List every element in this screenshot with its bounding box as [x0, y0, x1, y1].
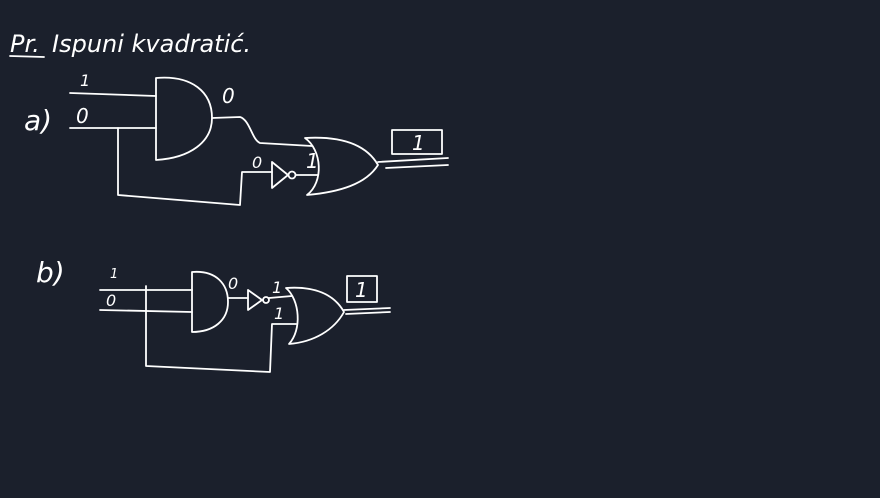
circuit-a-not-input-value: 0 [252, 153, 262, 172]
circuit-b-not-output-value: 1 [272, 278, 282, 297]
circuit-a-result-box [391, 129, 443, 155]
circuit-b: b) 1 0 0 1 1 1 [36, 256, 391, 373]
circuit-a-result-value: 1 [412, 131, 425, 155]
circuit-a-input-top-wire [69, 92, 157, 97]
circuit-a-and-output-value: 0 [222, 84, 235, 108]
circuit-b-input-bottom-value: 0 [106, 291, 116, 310]
circuit-b-not-bubble [262, 296, 270, 304]
circuit-a-label: a) [24, 104, 52, 137]
circuit-b-feedback-wire [145, 285, 297, 373]
circuit-a-input-bottom-value: 0 [76, 104, 89, 128]
circuit-a-feedback-wire [117, 127, 273, 206]
circuit-b-label: b) [36, 256, 65, 289]
circuit-a: a) 1 0 0 0 1 1 [24, 71, 449, 206]
circuit-b-result-value: 1 [355, 278, 368, 302]
circuit-a-output-wire [377, 157, 449, 169]
circuit-a-not-gate [271, 161, 289, 189]
circuit-a-or-gate [304, 136, 379, 196]
circuit-b-and-output-value: 0 [228, 274, 238, 293]
circuit-b-input-top-value: 1 [110, 267, 118, 282]
circuit-a-and-output-wire [211, 116, 313, 147]
circuit-b-not-gate [247, 289, 263, 311]
title-text: Ispuni kvadratić. [52, 30, 251, 58]
circuit-b-and-gate [191, 271, 229, 333]
circuit-b-or-gate [285, 286, 345, 345]
circuit-a-not-bubble [287, 170, 297, 180]
circuit-b-output-wire [343, 307, 391, 315]
circuit-b-not-output-wire [268, 295, 293, 299]
circuit-a-input-top-value: 1 [80, 71, 90, 90]
circuit-b-or-lower-input-value: 1 [274, 304, 284, 323]
circuit-a-and-gate [155, 76, 213, 161]
title-prefix: Pr. [10, 30, 40, 58]
circuit-b-result-box [346, 275, 378, 303]
title-prefix-underline [9, 55, 45, 58]
title: Pr. Ispuni kvadratić. [9, 30, 251, 58]
circuit-a-not-output-value: 1 [306, 149, 319, 173]
